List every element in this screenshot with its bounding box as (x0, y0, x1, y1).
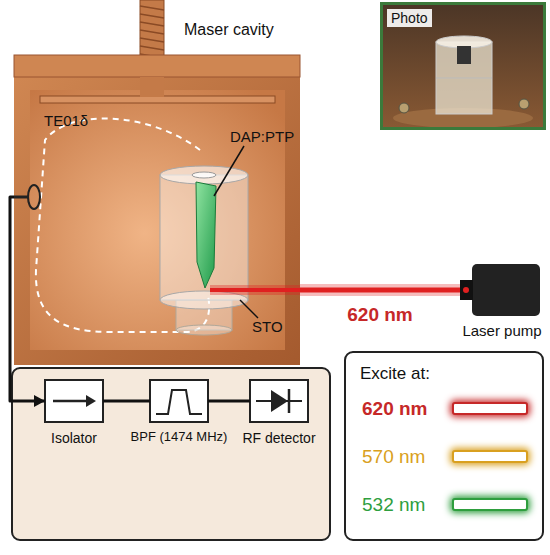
node-label: Laser pump (452, 322, 550, 339)
pump-beam (300, 290, 460, 291)
bandpass-filter: BPF (1474 MHz) (150, 380, 208, 460)
laser-emitter (463, 287, 469, 293)
signal-wire (10, 197, 45, 407)
leader-line (214, 146, 244, 196)
photo-bolt (399, 103, 409, 113)
isolator-symbol (53, 400, 90, 403)
tuning-screw (140, 77, 164, 97)
connector-line (300, 288, 460, 293)
connector-line (208, 400, 250, 403)
photo-resonator (436, 78, 492, 79)
arrow-head (34, 395, 45, 407)
connector-line (103, 400, 150, 403)
detector-symbol (271, 390, 288, 412)
leader-line (240, 300, 258, 318)
node-label: Maser cavity (184, 21, 304, 39)
node-label: Photo (387, 9, 432, 27)
dap-ptp-crystal (196, 182, 216, 288)
mode-label: TE01δ (44, 112, 88, 129)
legend-swatch (452, 450, 528, 463)
coupling-wire (14, 196, 28, 199)
isolator-symbol (86, 395, 96, 407)
resonator-support (176, 325, 232, 335)
laser-body (472, 264, 540, 316)
pump-beam-glow (210, 285, 300, 295)
photo-resonator (436, 42, 492, 114)
laser-aperture (460, 280, 473, 300)
node-label: RF detector (229, 430, 329, 446)
legend-text: 620 nm (362, 398, 427, 420)
signal-wire (103, 401, 150, 402)
sto-bore (192, 172, 216, 178)
legend-text: 532 nm (362, 494, 425, 516)
tuning-plate (40, 96, 275, 103)
photo-bolt (519, 99, 529, 109)
node-label: Isolator (24, 430, 124, 446)
node-label: BPF (1474 MHz) (124, 430, 234, 445)
isolator-symbol (45, 380, 103, 422)
sto-resonator (160, 175, 248, 300)
part-label: STO (252, 318, 283, 335)
coupling-loop (28, 185, 40, 209)
filter-symbol (156, 390, 202, 414)
tuning-screw (140, 0, 164, 100)
cavity-lid (14, 55, 300, 77)
detector-symbol (250, 380, 308, 422)
legend-swatch (452, 498, 528, 511)
legend-heading: Excite at: (360, 364, 430, 384)
screw-thread (140, 6, 164, 58)
beam-glow (300, 284, 460, 296)
rf-detector: RF detector (250, 380, 308, 460)
isolator: Isolator (45, 380, 103, 460)
photo-background (380, 2, 546, 130)
signal-wire (208, 401, 250, 402)
photo-sample (457, 46, 471, 64)
photo-inset: Photo (380, 2, 546, 130)
laser-pump: Laser pump (460, 258, 545, 346)
filter-symbol (150, 380, 208, 422)
legend-swatch (452, 402, 528, 415)
connector-line (10, 197, 45, 401)
cavity-body (14, 70, 300, 365)
part-label: DAP:PTP (230, 128, 294, 145)
legend-text: 570 nm (362, 446, 425, 468)
pump-beam (210, 288, 300, 292)
signal-chain-panel (12, 368, 330, 540)
edge-label: 620 nm (320, 304, 440, 326)
legend-frame (345, 352, 543, 540)
detector-symbol (288, 389, 291, 413)
sto-resonator (160, 166, 248, 184)
